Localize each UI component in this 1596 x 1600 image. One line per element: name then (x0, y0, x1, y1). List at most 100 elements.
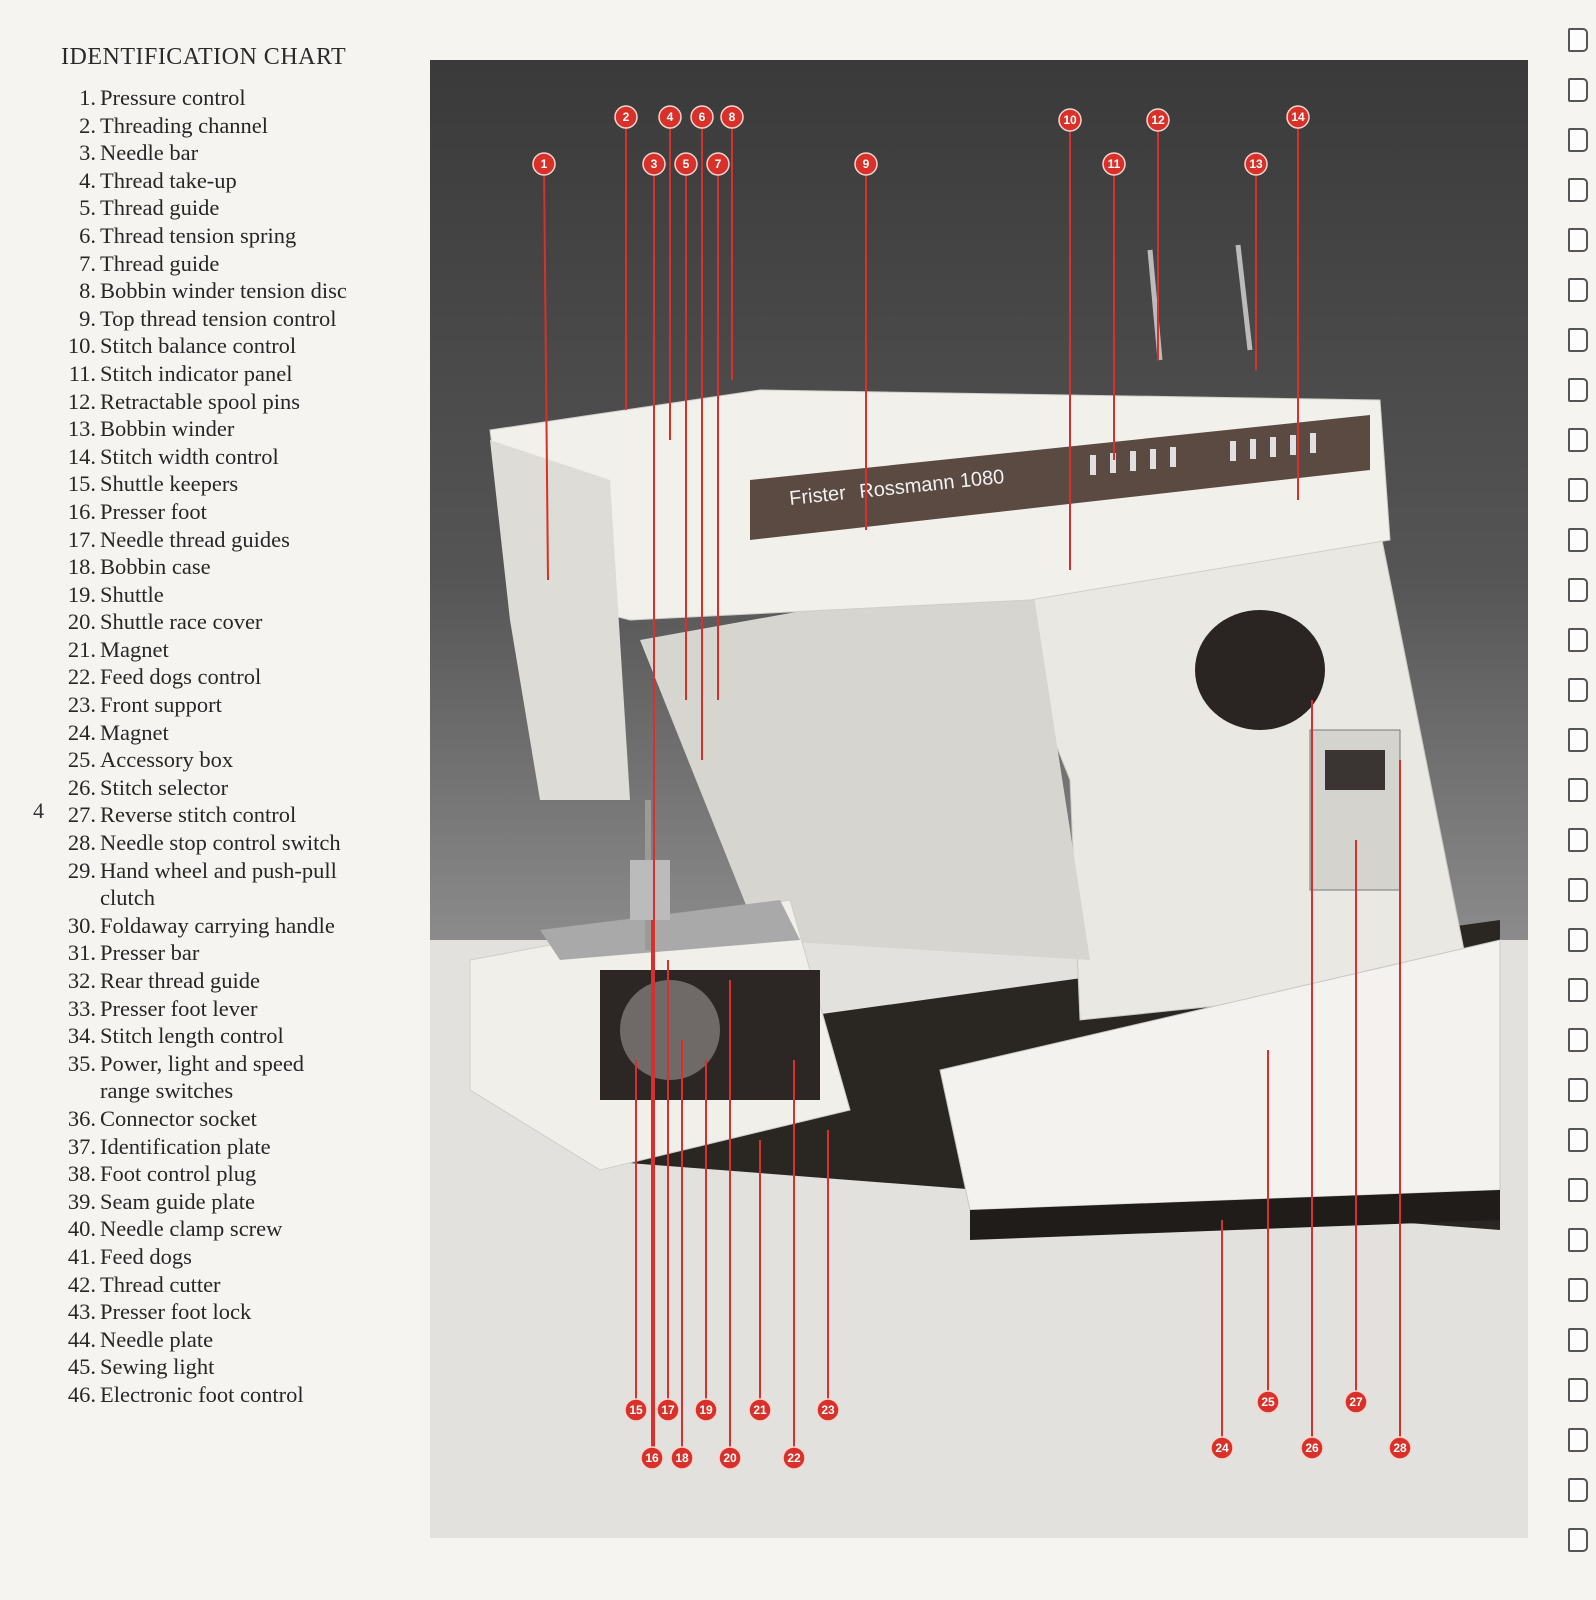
callout-marker-label: 15 (629, 1403, 643, 1417)
part-number: 5. (50, 194, 100, 222)
part-number: 27. (50, 801, 100, 829)
part-item: 20.Shuttle race cover (50, 608, 390, 636)
part-name: Presser foot lock (100, 1298, 390, 1326)
part-number: 16. (50, 498, 100, 526)
part-name: Thread tension spring (100, 222, 390, 250)
callout-marker-label: 1 (541, 157, 548, 171)
part-number: 28. (50, 829, 100, 857)
part-name: Rear thread guide (100, 967, 390, 995)
binding-ring (1568, 1528, 1588, 1552)
callout-marker-label: 13 (1249, 157, 1263, 171)
binding-ring (1568, 878, 1588, 902)
part-item: 32.Rear thread guide (50, 967, 390, 995)
part-item: 42.Thread cutter (50, 1271, 390, 1299)
part-name: Sewing light (100, 1353, 390, 1381)
part-name: Seam guide plate (100, 1188, 390, 1216)
callout-marker-label: 9 (863, 157, 870, 171)
part-number: 12. (50, 388, 100, 416)
part-number (50, 884, 100, 912)
part-number: 45. (50, 1353, 100, 1381)
callout-marker-label: 28 (1393, 1441, 1407, 1455)
part-number: 11. (50, 360, 100, 388)
part-item: 3.Needle bar (50, 139, 390, 167)
part-number: 17. (50, 526, 100, 554)
part-name: Presser bar (100, 939, 390, 967)
callout-marker-label: 17 (661, 1403, 675, 1417)
part-number: 1. (50, 84, 100, 112)
part-number: 20. (50, 608, 100, 636)
binding-ring (1568, 1328, 1588, 1352)
part-number: 21. (50, 636, 100, 664)
part-number: 9. (50, 305, 100, 333)
callout-marker: 20 (719, 1447, 741, 1469)
part-item: 1.Pressure control (50, 84, 390, 112)
part-name: Top thread tension control (100, 305, 390, 333)
part-item: clutch (50, 884, 390, 912)
callout-marker-label: 18 (675, 1451, 689, 1465)
identification-chart-title: IDENTIFICATION CHART (61, 44, 346, 71)
callout-marker: 26 (1301, 1437, 1323, 1459)
binding-ring (1568, 1478, 1588, 1502)
part-name: Electronic foot control (100, 1381, 390, 1409)
binding-ring (1568, 278, 1588, 302)
part-name: Shuttle race cover (100, 608, 390, 636)
part-number (50, 1077, 100, 1105)
part-item: 23.Front support (50, 691, 390, 719)
binding-ring (1568, 178, 1588, 202)
part-number: 41. (50, 1243, 100, 1271)
part-name: Presser foot lever (100, 995, 390, 1023)
callout-marker: 13 (1245, 153, 1267, 175)
callout-marker-label: 14 (1291, 110, 1305, 124)
binding-ring (1568, 828, 1588, 852)
binding-ring (1568, 328, 1588, 352)
binding-ring (1568, 78, 1588, 102)
callout-marker: 6 (691, 106, 713, 128)
callout-marker-label: 26 (1305, 1441, 1319, 1455)
part-item: 14.Stitch width control (50, 443, 390, 471)
part-name: Needle thread guides (100, 526, 390, 554)
part-name: Threading channel (100, 112, 390, 140)
part-name: Connector socket (100, 1105, 390, 1133)
part-name: Foot control plug (100, 1160, 390, 1188)
part-number: 29. (50, 857, 100, 885)
part-item: 30.Foldaway carrying handle (50, 912, 390, 940)
part-item: 25.Accessory box (50, 746, 390, 774)
binding-ring (1568, 1178, 1588, 1202)
callout-marker-label: 7 (715, 157, 722, 171)
binding-ring (1568, 1128, 1588, 1152)
part-item: 21.Magnet (50, 636, 390, 664)
part-number: 37. (50, 1133, 100, 1161)
binding-ring (1568, 128, 1588, 152)
part-item: 46.Electronic foot control (50, 1381, 390, 1409)
binding-ring (1568, 1378, 1588, 1402)
binding-ring (1568, 778, 1588, 802)
callout-marker: 17 (657, 1399, 679, 1421)
part-item: 39.Seam guide plate (50, 1188, 390, 1216)
callout-marker-label: 8 (729, 110, 736, 124)
part-item: 10.Stitch balance control (50, 332, 390, 360)
part-number: 25. (50, 746, 100, 774)
binding-ring (1568, 528, 1588, 552)
callout-marker-label: 5 (683, 157, 690, 171)
callout-marker-label: 16 (645, 1451, 659, 1465)
part-number: 10. (50, 332, 100, 360)
binding-ring (1568, 1078, 1588, 1102)
callout-marker: 28 (1389, 1437, 1411, 1459)
part-number: 8. (50, 277, 100, 305)
binding-ring (1568, 28, 1588, 52)
part-item: 4.Thread take-up (50, 167, 390, 195)
part-number: 38. (50, 1160, 100, 1188)
part-number: 14. (50, 443, 100, 471)
binding-ring (1568, 378, 1588, 402)
callout-marker: 12 (1147, 109, 1169, 131)
callout-marker-label: 2 (623, 110, 630, 124)
part-number: 4. (50, 167, 100, 195)
part-name: Shuttle (100, 581, 390, 609)
part-item: 7.Thread guide (50, 250, 390, 278)
binding-ring (1568, 978, 1588, 1002)
part-name: Needle plate (100, 1326, 390, 1354)
part-name: Retractable spool pins (100, 388, 390, 416)
callout-marker: 3 (643, 153, 665, 175)
part-number: 46. (50, 1381, 100, 1409)
callout-marker-label: 11 (1108, 157, 1121, 171)
